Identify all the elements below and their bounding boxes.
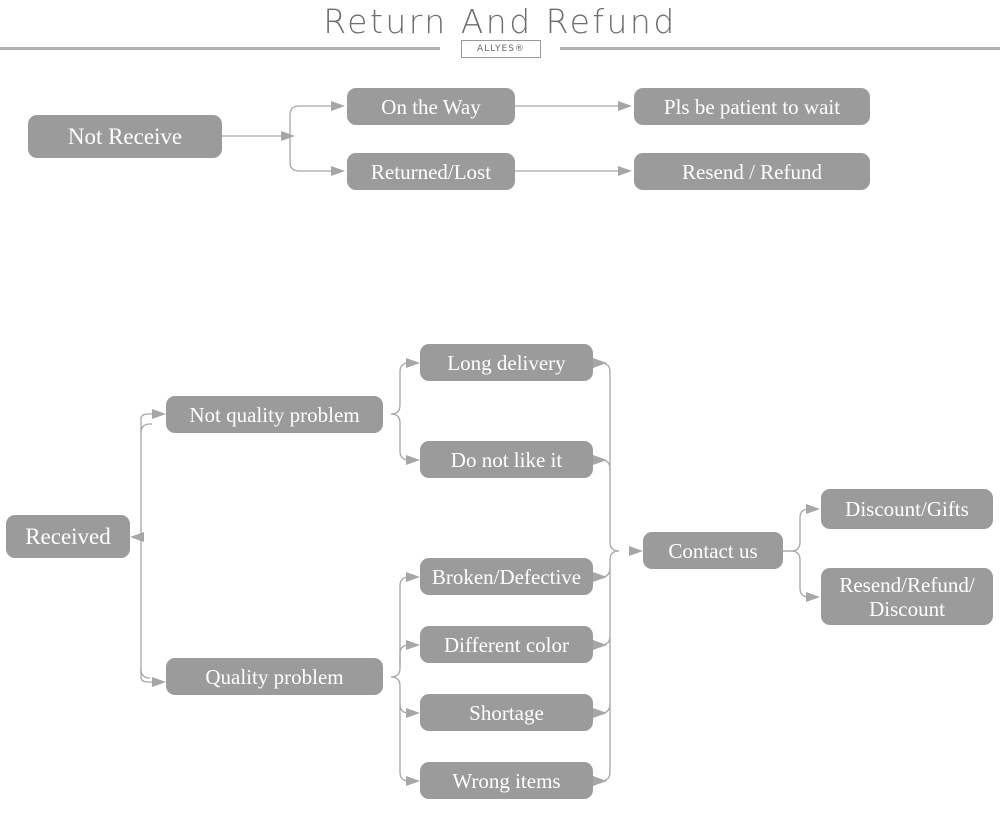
- arrowhead: [152, 409, 166, 419]
- arrowhead: [406, 358, 420, 368]
- node-label: Discount/Gifts: [845, 497, 969, 521]
- arrowhead: [130, 532, 144, 542]
- brand-label: ALLYES®: [477, 44, 525, 54]
- arrowhead: [331, 166, 345, 176]
- edge-split-faller: [289, 136, 331, 172]
- arrowhead: [618, 166, 632, 176]
- brand-badge: ALLYES®: [461, 40, 541, 58]
- node-do-not-like[interactable]: Do not like it: [420, 441, 593, 478]
- node-long-delivery[interactable]: Long delivery: [420, 344, 593, 381]
- edge-split2-spine: [140, 423, 151, 679]
- node-shortage[interactable]: Shortage: [420, 694, 593, 731]
- arrowhead: [618, 101, 632, 111]
- node-not-receive[interactable]: Not Receive: [28, 115, 222, 158]
- node-wrong-items[interactable]: Wrong items: [420, 762, 593, 799]
- header-rule-left: [0, 47, 440, 50]
- node-different-color[interactable]: Different color: [420, 626, 593, 663]
- arrowhead: [331, 101, 345, 111]
- arrowhead: [806, 592, 820, 602]
- edge-notquality-spine: [390, 362, 410, 415]
- arrowhead: [281, 131, 295, 141]
- node-label: Pls be patient to wait: [663, 94, 841, 119]
- arrowhead: [593, 640, 607, 650]
- arrowhead: [806, 504, 820, 514]
- arrowhead: [406, 455, 420, 465]
- arrowhead: [406, 572, 420, 582]
- node-label: Broken/Defective: [431, 564, 582, 589]
- page-title: Return And Refund: [323, 2, 677, 41]
- arrowhead: [629, 546, 643, 556]
- edge-contact-spine: [783, 508, 810, 552]
- arrowhead: [593, 708, 607, 718]
- node-quality[interactable]: Quality problem: [166, 658, 383, 695]
- edge-split2-notquality: [140, 413, 154, 433]
- node-label: Resend/Refund/ Discount: [839, 572, 975, 621]
- edge-split-riser: [289, 105, 331, 136]
- node-pls-be-patient[interactable]: Pls be patient to wait: [634, 88, 870, 125]
- arrowhead: [593, 455, 607, 465]
- node-resend-refund-discount[interactable]: Resend/Refund/ Discount: [821, 568, 993, 625]
- header-rule-right: [560, 47, 1000, 50]
- node-broken-defective[interactable]: Broken/Defective: [420, 558, 593, 595]
- node-label: Contact us: [668, 538, 758, 563]
- edge-quality-spine: [390, 576, 410, 678]
- node-not-quality[interactable]: Not quality problem: [166, 396, 383, 433]
- node-returned-lost[interactable]: Returned/Lost: [347, 153, 515, 190]
- node-label: Long delivery: [447, 350, 566, 375]
- edge-contact-rrd: [783, 550, 810, 598]
- arrowhead: [406, 776, 420, 786]
- node-label: Shortage: [469, 700, 544, 725]
- page-header: Return And Refund ALLYES®: [0, 0, 1000, 62]
- arrowhead: [593, 776, 607, 786]
- arrowhead: [593, 572, 607, 582]
- node-label: Not quality problem: [189, 402, 360, 427]
- node-label: Do not like it: [450, 447, 563, 472]
- arrowhead: [406, 708, 420, 718]
- node-label: Returned/Lost: [370, 159, 492, 184]
- node-discount-gifts[interactable]: Discount/Gifts: [821, 489, 993, 529]
- arrowhead: [593, 358, 607, 368]
- node-contact-us[interactable]: Contact us: [643, 532, 783, 569]
- node-on-the-way[interactable]: On the Way: [347, 88, 515, 125]
- node-label: On the Way: [381, 94, 481, 119]
- arrowhead: [406, 640, 420, 650]
- arrowhead: [152, 677, 166, 687]
- node-label: Received: [25, 523, 111, 549]
- edge-split2-quality: [140, 669, 154, 683]
- edge-quality-shortage: [390, 676, 410, 714]
- node-resend-refund[interactable]: Resend / Refund: [634, 153, 870, 190]
- edge-notquality-spine2: [390, 413, 410, 461]
- node-label: Quality problem: [205, 664, 344, 689]
- edge-merge-wrong: [593, 550, 620, 782]
- node-label: Different color: [444, 632, 569, 657]
- node-received[interactable]: Received: [6, 515, 130, 558]
- node-label: Not Receive: [67, 123, 183, 149]
- node-label: Resend / Refund: [682, 159, 822, 184]
- node-label: Wrong items: [452, 768, 561, 793]
